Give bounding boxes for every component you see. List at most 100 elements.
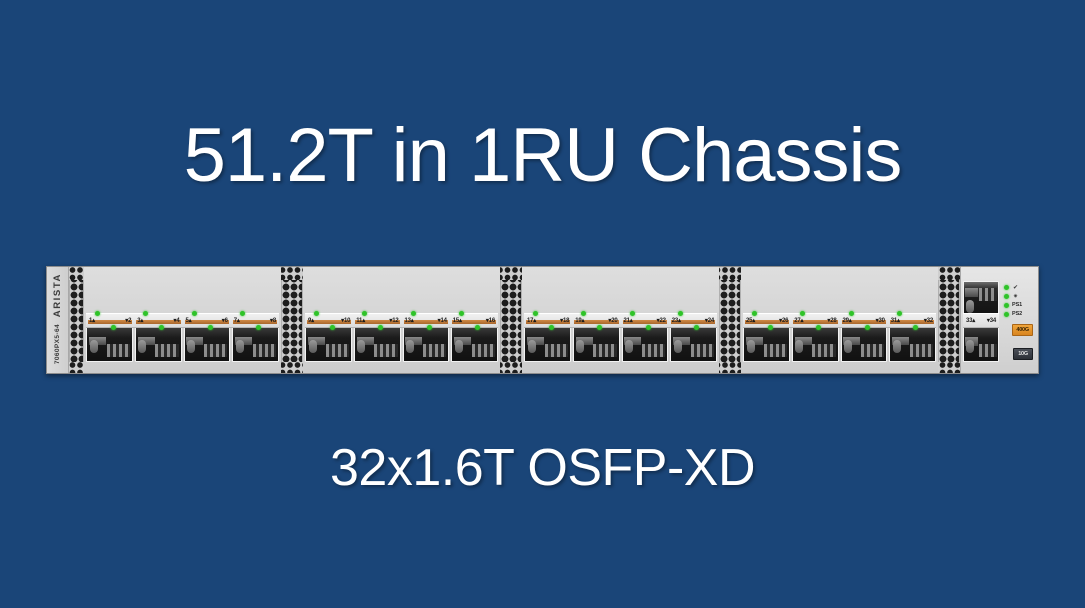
port-pair: 5▴ ▾6 (183, 311, 231, 330)
port-link-led (533, 311, 539, 316)
brand-rail: ARISTA 7060PX5-64 (47, 267, 69, 373)
port-number-top: 5▴ (185, 317, 192, 324)
port-number-bottom: ▾26 (779, 317, 789, 324)
port-number-top: 3▴ (137, 317, 144, 324)
port-link-led (255, 325, 261, 330)
cage-slab-icon (454, 336, 472, 346)
port-bus-bar (793, 320, 838, 324)
port-number-top: 21▴ (623, 317, 633, 324)
port-link-led (159, 325, 165, 330)
port-number-top: 31▴ (890, 317, 900, 324)
port-link-led (597, 325, 603, 330)
cage-fins-icon (252, 343, 277, 358)
cage-slab-icon (186, 336, 204, 346)
port-bank-1: 1▴ ▾2 3▴ ▾4 5▴ ▾6 7▴ (84, 267, 281, 373)
status-row-ps1: PS1 (1004, 301, 1034, 309)
port-pair: 3▴ ▾4 (134, 311, 182, 330)
mgmt-port-label-bar: 33▴ ▾34 (963, 313, 999, 328)
port-number-top: 7▴ (233, 317, 240, 324)
cage-latch-icon (625, 339, 634, 353)
port-number-bottom: ▾18 (560, 317, 570, 324)
port-label-bar: 9▴ ▾10 11▴ ▾12 13▴ ▾14 15▴ (305, 311, 498, 330)
fan-status-led (1004, 293, 1009, 299)
port-pair: 17▴ ▾18 (524, 311, 572, 330)
port-link-led (768, 325, 774, 330)
port-number-top: 27▴ (794, 317, 804, 324)
port-bus-bar (307, 320, 352, 324)
port-pair: 27▴ ▾28 (791, 311, 839, 330)
cage-latch-icon (673, 339, 682, 353)
vent-column (500, 267, 522, 373)
cage-latch-icon (966, 299, 975, 313)
port-link-led (458, 311, 464, 316)
cage-slab-icon (892, 336, 910, 346)
port-bus-bar (451, 320, 496, 324)
vent-column (69, 267, 84, 373)
port-number-top: 1▴ (89, 317, 95, 324)
cage-slab-icon (794, 336, 812, 346)
fan-icon: ✷ (1012, 293, 1019, 300)
cage-slab-icon (965, 288, 979, 297)
port-number-top: 25▴ (746, 317, 756, 324)
arista-logo: ARISTA (52, 273, 63, 318)
vent-column (281, 267, 303, 373)
port-number-top: 13▴ (404, 317, 414, 324)
status-panel: 33▴ ▾34 ✔ ✷ PS1 PS2 400G 10G (960, 267, 1038, 373)
port-bus-bar (841, 320, 886, 324)
cage-slab-icon (673, 336, 691, 346)
port-bus-bar (526, 320, 571, 324)
port-link-led (314, 311, 320, 316)
port-link-led (239, 311, 245, 316)
vent-column (938, 267, 960, 373)
port-link-led (426, 325, 432, 330)
port-link-led (645, 325, 651, 330)
port-number-top: 9▴ (308, 317, 314, 324)
port-bus-bar (184, 320, 229, 324)
cage-slab-icon (405, 336, 423, 346)
cage-latch-icon (966, 340, 975, 354)
port-bus-bar (232, 320, 277, 324)
port-link-led (191, 311, 197, 316)
port-link-led (111, 325, 117, 330)
cage-slab-icon (137, 336, 155, 346)
mgmt-port-cage[interactable] (963, 321, 999, 362)
port-bank-3: 17▴ ▾18 19▴ ▾20 21▴ ▾22 23▴ (522, 267, 719, 373)
ps1-label: PS1 (1012, 302, 1023, 308)
port-number-bottom: ▾14 (437, 317, 447, 324)
cage-latch-icon (892, 339, 901, 353)
port-link-led (581, 311, 587, 316)
led-status-group: ✔ ✷ PS1 PS2 (1001, 267, 1038, 373)
port-link-led (629, 311, 635, 316)
mgmt-port-group: 33▴ ▾34 (961, 267, 1001, 373)
cage-fins-icon (812, 343, 836, 358)
port-number-top: 11▴ (356, 317, 366, 324)
cage-latch-icon (576, 339, 585, 353)
cage-fins-icon (423, 343, 447, 358)
port-pair: 15▴ ▾16 (450, 311, 498, 330)
cage-slab-icon (235, 336, 253, 346)
port-pair: 23▴ ▾24 (669, 311, 717, 330)
port-number-bottom: ▾30 (875, 317, 885, 324)
cage-fins-icon (909, 343, 934, 358)
check-circle-icon: ✔ (1012, 284, 1019, 291)
system-status-led (1004, 284, 1009, 290)
port-pair: 29▴ ▾30 (840, 311, 888, 330)
cage-fins-icon (155, 343, 179, 358)
port-link-led (677, 311, 683, 316)
port-number-top: 23▴ (671, 317, 681, 324)
cage-latch-icon (138, 339, 147, 353)
port-number-top: 17▴ (527, 317, 537, 324)
port-number-bottom: ▾22 (656, 317, 666, 324)
port-bus-bar (622, 320, 667, 324)
cage-slab-icon (575, 336, 593, 346)
cage-slab-icon (356, 336, 374, 346)
port-label-bar: 1▴ ▾2 3▴ ▾4 5▴ ▾6 7▴ (86, 311, 279, 330)
ps1-status-led (1004, 302, 1009, 308)
port-bus-bar (355, 320, 400, 324)
status-row-ps2: PS2 (1004, 310, 1034, 318)
port-link-led (378, 325, 384, 330)
speed-badge-10g: 10G (1013, 348, 1033, 360)
port-pair: 9▴ ▾10 (305, 311, 353, 330)
port-number-bottom: ▾16 (485, 317, 495, 324)
port-label-bar: 25▴ ▾26 27▴ ▾28 29▴ ▾30 31▴ (743, 311, 936, 330)
